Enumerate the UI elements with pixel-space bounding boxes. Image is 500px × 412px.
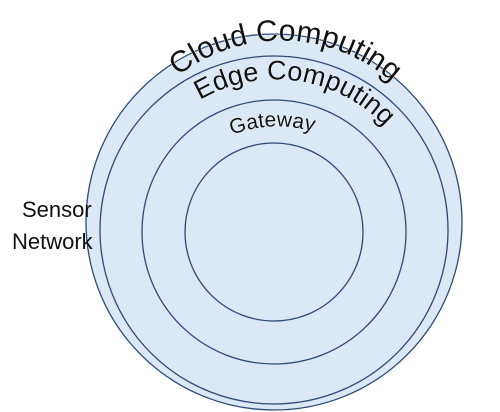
inner-core-ring bbox=[184, 142, 364, 322]
sensor-label: Sensor bbox=[22, 197, 92, 222]
network-label: Network bbox=[12, 229, 93, 254]
